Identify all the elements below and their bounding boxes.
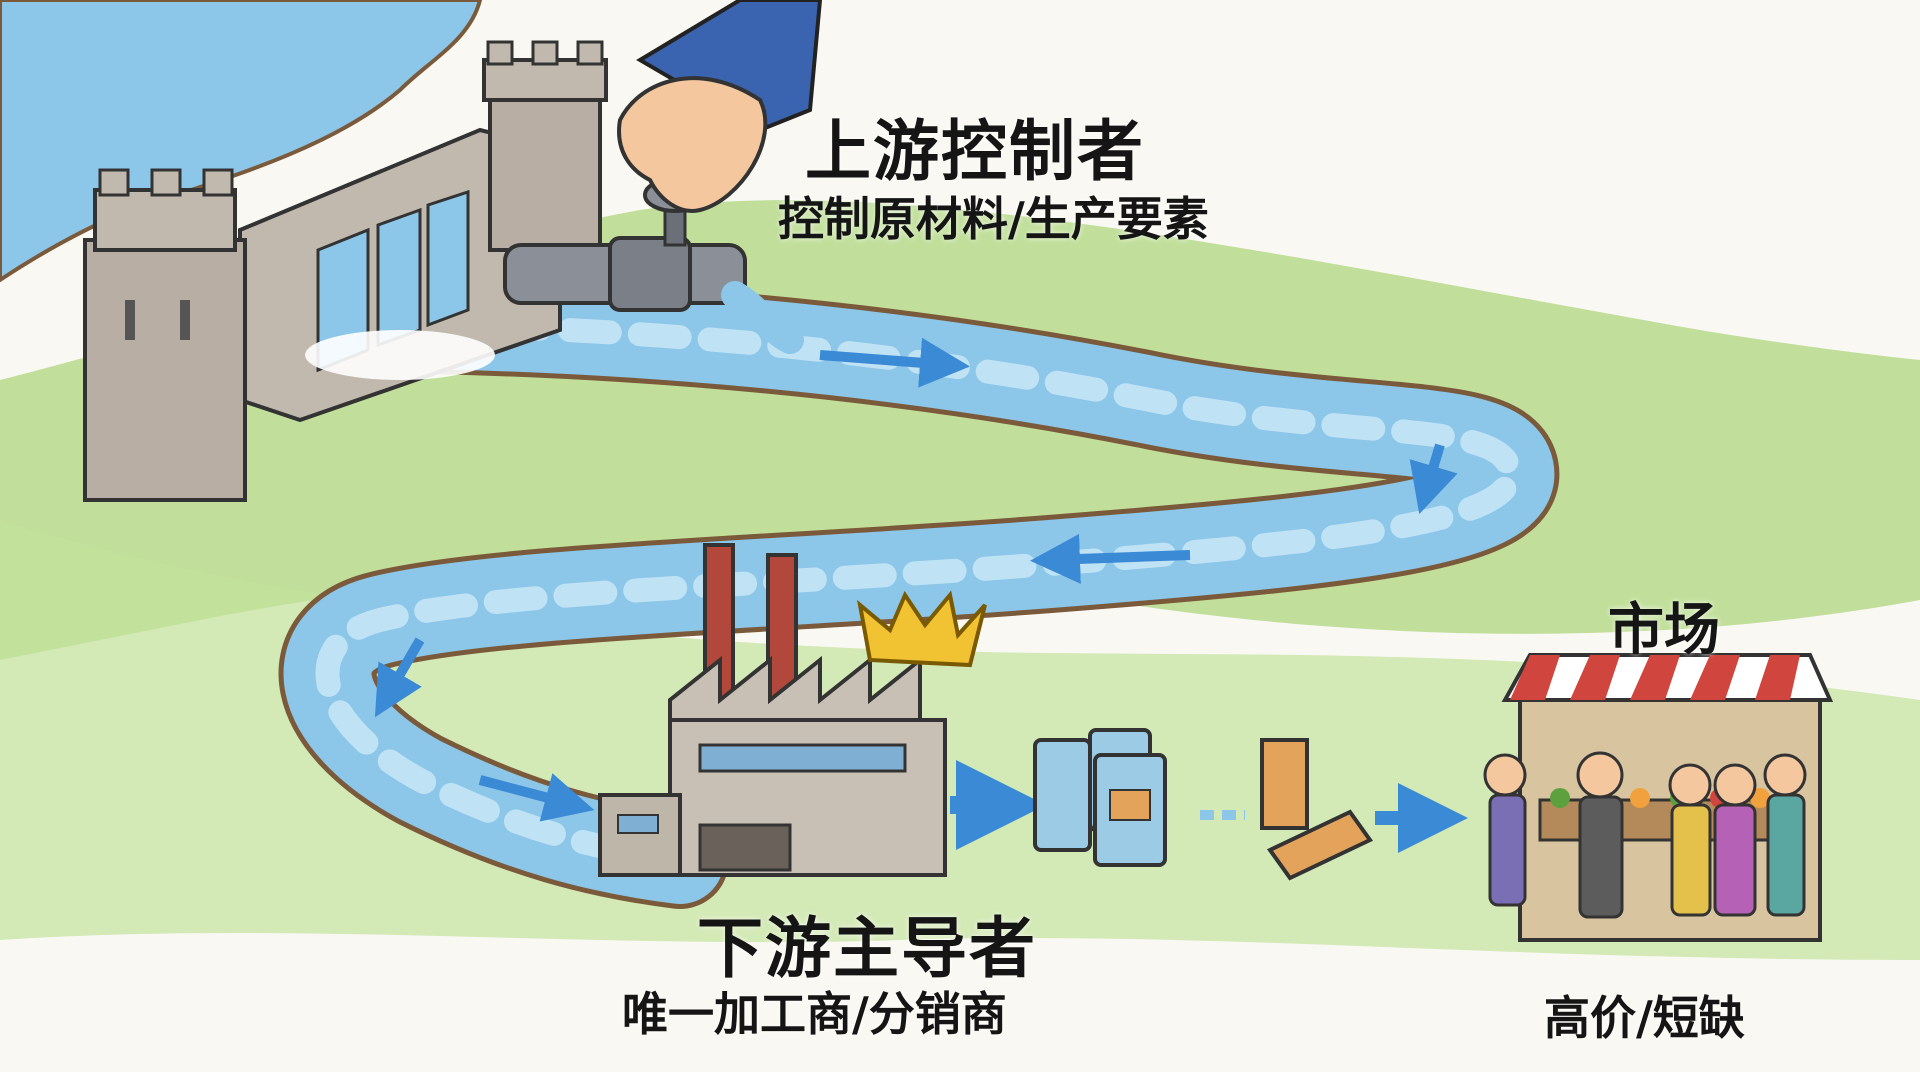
downstream-leader-subtitle: 唯一加工商/分销商	[622, 987, 1007, 1041]
market-title: 市场	[1608, 598, 1720, 663]
market-subtitle: 高价/短缺	[1544, 991, 1745, 1045]
flow-arrow-5	[478, 773, 595, 822]
upstream-controller-title: 上游控制者	[805, 113, 1145, 190]
flow-arrow-2	[1409, 443, 1458, 515]
downstream-leader-title: 下游主导者	[697, 910, 1037, 987]
flow-arrow-1	[819, 337, 970, 388]
factory	[598, 543, 947, 877]
controlling-hand	[617, 0, 823, 213]
river-highlight	[315, 313, 1523, 872]
upstream-controller-subtitle: 控制原材料/生产要素	[778, 192, 1209, 246]
pipe-valve	[503, 177, 804, 354]
flow-arrow-3	[1030, 533, 1191, 584]
flow-arrow-4	[374, 637, 425, 718]
dam-tower-right	[482, 40, 608, 252]
dam	[238, 127, 562, 423]
crowd	[1483, 751, 1807, 919]
dam-tower-left	[83, 168, 247, 502]
crown-icon	[857, 590, 987, 668]
packaged-goods	[1033, 728, 1374, 881]
